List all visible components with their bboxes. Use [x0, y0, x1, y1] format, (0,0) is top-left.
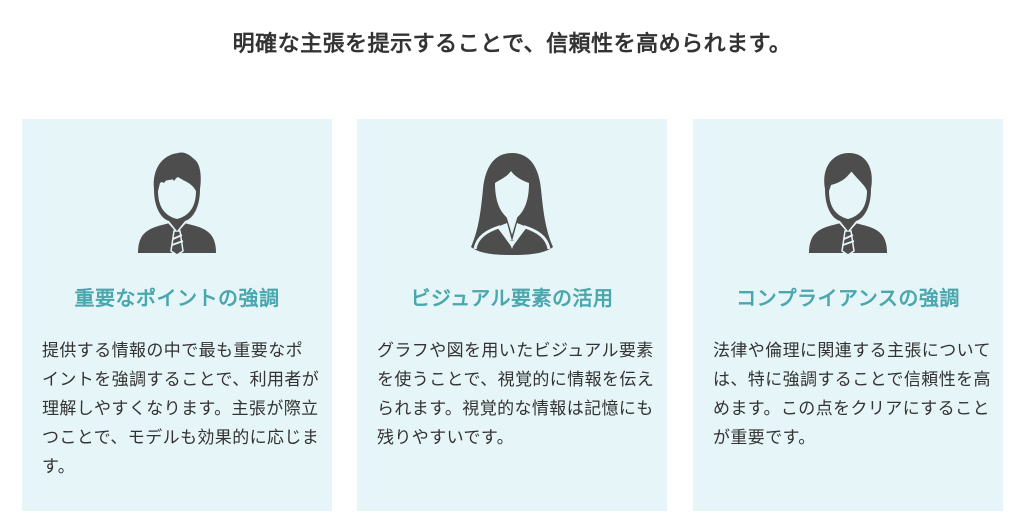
card-body-text: 提供する情報の中で最も重要なポイントを強調することで、利用者が理解しやすくなりま… [42, 341, 320, 477]
card-heading: ビジュアル要素の活用 [410, 286, 614, 310]
card-visual-elements: ビジュアル要素の活用 グラフや図を用いたビジュアル要素を使うことで、視覚的に情報… [357, 119, 667, 511]
card-body-text: 法律や倫理に関連する主張については、特に強調することで信頼性を高めます。この点を… [713, 341, 991, 448]
card-heading: 重要なポイントの強調 [74, 286, 280, 310]
card-compliance-emphasis: コンプライアンスの強調 法律や倫理に関連する主張については、特に強調することで信… [693, 119, 1003, 511]
card-body-text: グラフや図を用いたビジュアル要素を使うことで、視覚的に情報を伝えられます。視覚的… [377, 341, 655, 448]
businesswoman-icon [357, 149, 667, 257]
page-title: 明確な主張を提示することで、信頼性を高められます。 [232, 32, 792, 57]
businessman-icon [693, 149, 1003, 257]
businessman-icon [22, 149, 332, 257]
card-key-point-emphasis: 重要なポイントの強調 提供する情報の中で最も重要なポイントを強調することで、利用… [22, 119, 332, 511]
card-heading: コンプライアンスの強調 [736, 286, 960, 310]
